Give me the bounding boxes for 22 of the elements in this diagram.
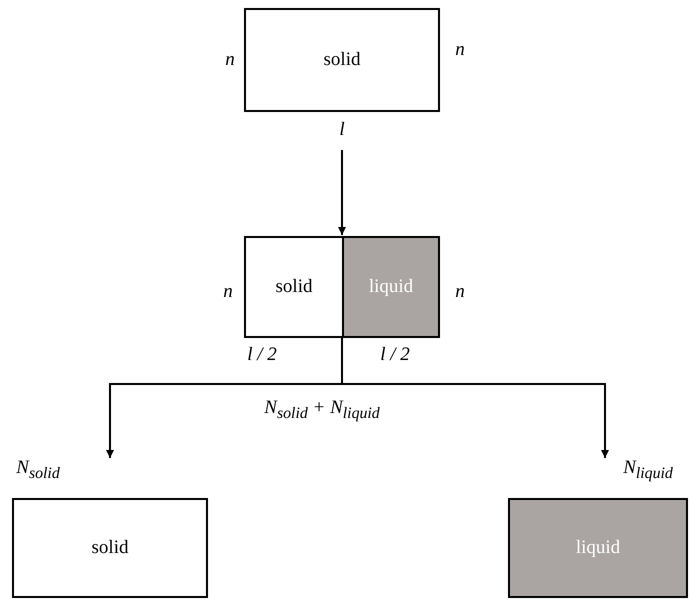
- process-box: [12, 498, 208, 598]
- process-box: [342, 238, 438, 336]
- dimension-label: n: [455, 39, 465, 61]
- dimension-label: n: [455, 281, 465, 303]
- process-box: [508, 498, 688, 598]
- edge-label: N$_{liquid}$: [623, 457, 673, 483]
- flow-label: N$_{solid}$ + N$_{liquid}$: [264, 397, 380, 423]
- split-box: [244, 236, 440, 338]
- arrow: [338, 150, 346, 235]
- edge-label: N$_{solid}$: [16, 457, 60, 483]
- box-label: liquid: [368, 276, 414, 298]
- box-label: solid: [324, 49, 360, 71]
- dimension-label: l / 2: [380, 344, 410, 366]
- box-label: solid: [276, 276, 312, 298]
- dimension-label: l / 2: [247, 344, 277, 366]
- dimension-label: l: [339, 119, 345, 141]
- dimension-label: n: [223, 281, 233, 303]
- arrow: [341, 338, 609, 458]
- process-box: [244, 8, 440, 112]
- dimension-label: n: [225, 49, 235, 71]
- box-label: liquid: [576, 537, 620, 559]
- box-label: solid: [92, 537, 128, 559]
